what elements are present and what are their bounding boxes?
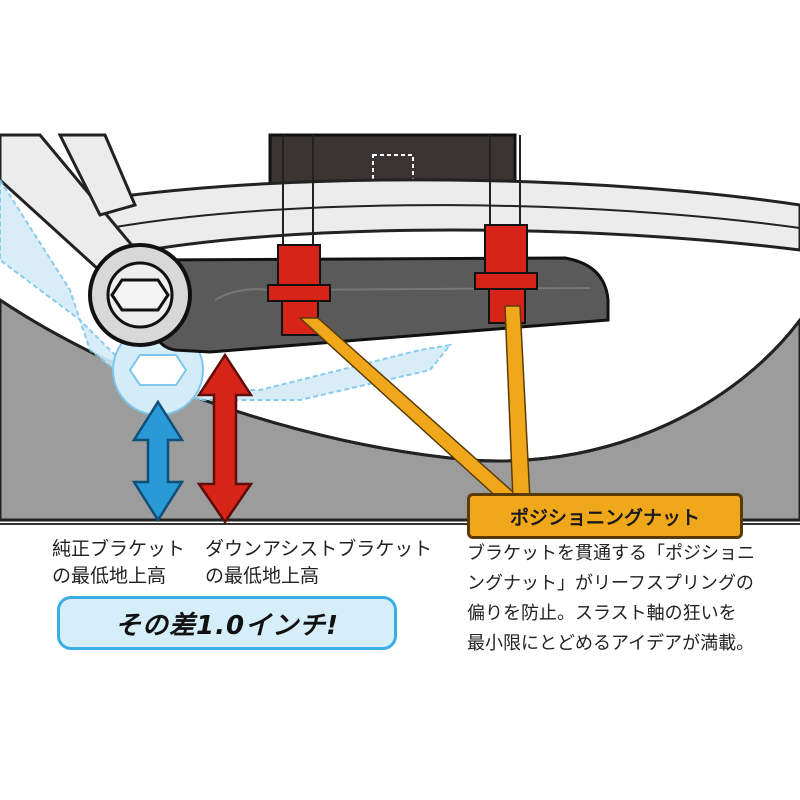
frame-diagonal	[57, 133, 138, 217]
leaf-spring	[92, 178, 800, 257]
description-line: 最小限にとどめるアイデアが満載。	[467, 633, 755, 654]
stock-height-arrow	[131, 399, 185, 523]
stock-bracket-label: 純正ブラケット の最低地上高	[52, 536, 185, 590]
description-line: ングナット」がリーフスプリングの	[467, 573, 754, 594]
positioning-nut-callout-title: ポジショニングナット	[467, 493, 743, 539]
downassist-bracket-label-line1: ダウンアシストブラケット	[205, 538, 433, 560]
stock-bracket-label-line1: 純正ブラケット	[52, 538, 186, 560]
stock-bracket-ghost	[0, 178, 453, 401]
downassist-bracket-label-line2: の最低地上高	[205, 565, 320, 587]
downassist-bracket-label: ダウンアシストブラケット の最低地上高	[205, 536, 432, 590]
difference-badge: その差1.0インチ!	[57, 596, 397, 650]
downassist-bracket	[146, 256, 610, 354]
pivot-bolt-head	[110, 278, 170, 312]
stock-bracket-label-line2: の最低地上高	[52, 565, 167, 587]
downassist-height-arrow	[196, 352, 254, 525]
description-line: 偏りを防止。スラスト軸の狂いを	[467, 603, 737, 624]
positioning-nut-description: ブラケットを貫通する「ポジショニ ングナット」がリーフスプリングの 偏りを防止。…	[467, 539, 767, 659]
leaf-spring-line	[109, 204, 800, 229]
description-line: ブラケットを貫通する「ポジショニ	[467, 543, 755, 564]
stock-bolt-head-ghost	[128, 354, 188, 386]
